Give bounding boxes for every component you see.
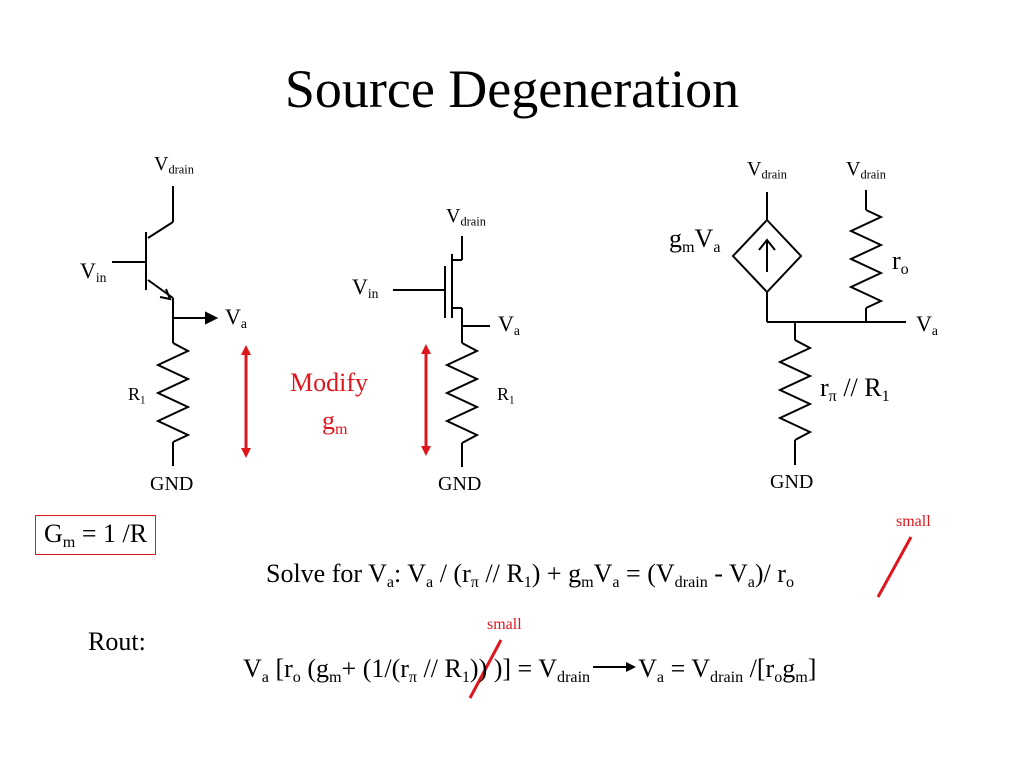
left-red-arrow-down-icon (241, 448, 251, 458)
va-output-arrow-icon (205, 311, 219, 325)
bjt-circuit (112, 186, 219, 466)
va-label-3: Va (916, 311, 938, 339)
vin-label-1: Vin (80, 258, 107, 286)
small-signal-circuit (731, 190, 906, 465)
ro-label: ro (892, 246, 909, 278)
r1-resistor-2 (444, 342, 480, 444)
right-red-arrow-down-icon (421, 446, 431, 456)
gnd-label-1: GND (150, 473, 194, 495)
ro-resistor (848, 209, 884, 309)
modify-arrows (241, 344, 431, 458)
rpi-r1-label: rπ // R1 (820, 373, 890, 405)
vin-label-2: Vin (352, 274, 379, 302)
right-red-arrow-up-icon (421, 344, 431, 354)
left-red-arrow-up-icon (241, 345, 251, 355)
mosfet-circuit (393, 236, 490, 467)
small-annotation-bottom: small (487, 616, 522, 633)
rout-label: Rout: (88, 627, 146, 656)
small-annotation-top: small (896, 513, 931, 530)
bjt-collector-lead (147, 221, 174, 239)
r1-label-2: R1 (497, 384, 515, 407)
gnd-label-2: GND (438, 473, 482, 495)
rpi-resistor (777, 339, 813, 441)
slide-title: Source Degeneration (284, 59, 740, 119)
bjt-emitter-arrow-icon (159, 288, 172, 301)
gnd-label-3: GND (770, 471, 814, 493)
vdrain-label-4: Vdrain (846, 158, 886, 182)
vdrain-label-1: Vdrain (154, 153, 194, 177)
strike-rpi (468, 639, 503, 699)
r1-resistor (155, 342, 191, 443)
modify-label: Modify (290, 368, 368, 397)
vdrain-label-3: Vdrain (747, 158, 787, 182)
current-arrow-icon (758, 238, 776, 251)
strike-lines (468, 536, 913, 699)
modify-gm-label: gm (322, 406, 348, 438)
solve-equation: Solve for Va: Va / (rπ // R1) + gmVa = (… (266, 559, 794, 591)
r1-label-1: R1 (128, 384, 146, 407)
gm-equation-box: Gm = 1 /R (35, 515, 157, 555)
implies-arrow-icon (590, 656, 638, 682)
va-label-1: Va (225, 304, 247, 332)
va-label-2: Va (498, 311, 520, 339)
strike-va (876, 536, 913, 598)
gm-va-label: gmVa (669, 224, 721, 256)
vdrain-label-2: Vdrain (446, 205, 486, 229)
